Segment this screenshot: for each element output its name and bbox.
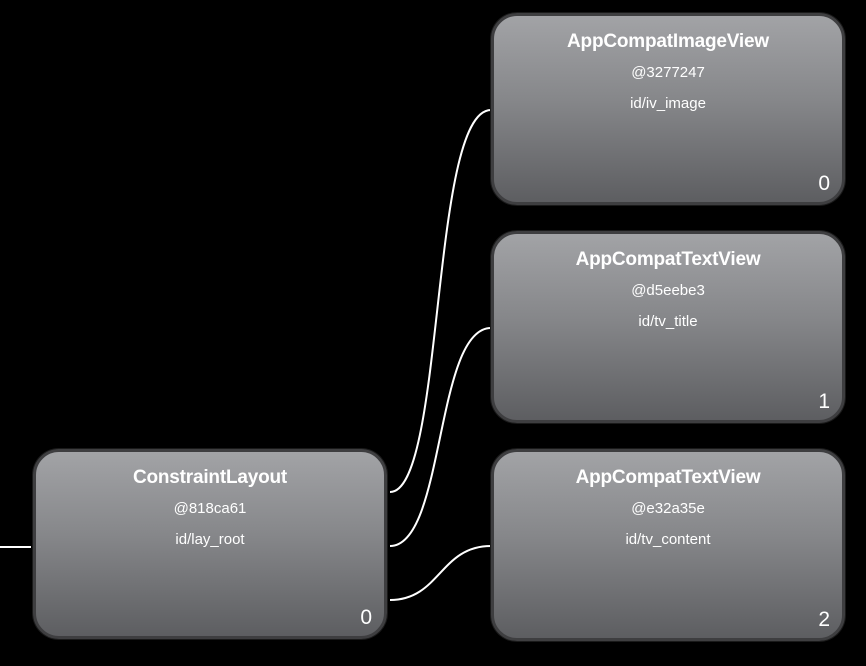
node-class-name: ConstraintLayout [132,467,288,488]
node-index: 1 [818,390,830,413]
node-class-name: AppCompatImageView [567,31,769,52]
node-constraint-layout[interactable]: ConstraintLayout @818ca61 id/lay_root 0 [33,449,387,639]
node-id: id/tv_content [625,531,711,548]
node-id: id/iv_image [630,95,706,112]
node-id: id/lay_root [175,531,245,548]
node-appcompat-text-view-title[interactable]: AppCompatTextView @d5eebe3 id/tv_title 1 [491,231,845,423]
node-index: 0 [360,606,372,629]
node-index: 2 [818,608,830,631]
node-class-name: AppCompatTextView [575,249,761,270]
connector-root-to-image [389,109,492,493]
connector-root-to-content [389,545,492,601]
node-class-name: AppCompatTextView [575,467,761,488]
node-hash: @d5eebe3 [631,282,705,299]
node-hash: @3277247 [631,64,705,81]
node-appcompat-text-view-content[interactable]: AppCompatTextView @e32a35e id/tv_content… [491,449,845,641]
node-appcompat-image-view[interactable]: AppCompatImageView @3277247 id/iv_image … [491,13,845,205]
connector-root-to-title [389,327,492,547]
node-hash: @e32a35e [631,500,705,517]
node-hash: @818ca61 [173,500,247,517]
node-id: id/tv_title [638,313,698,330]
node-index: 0 [818,172,830,195]
